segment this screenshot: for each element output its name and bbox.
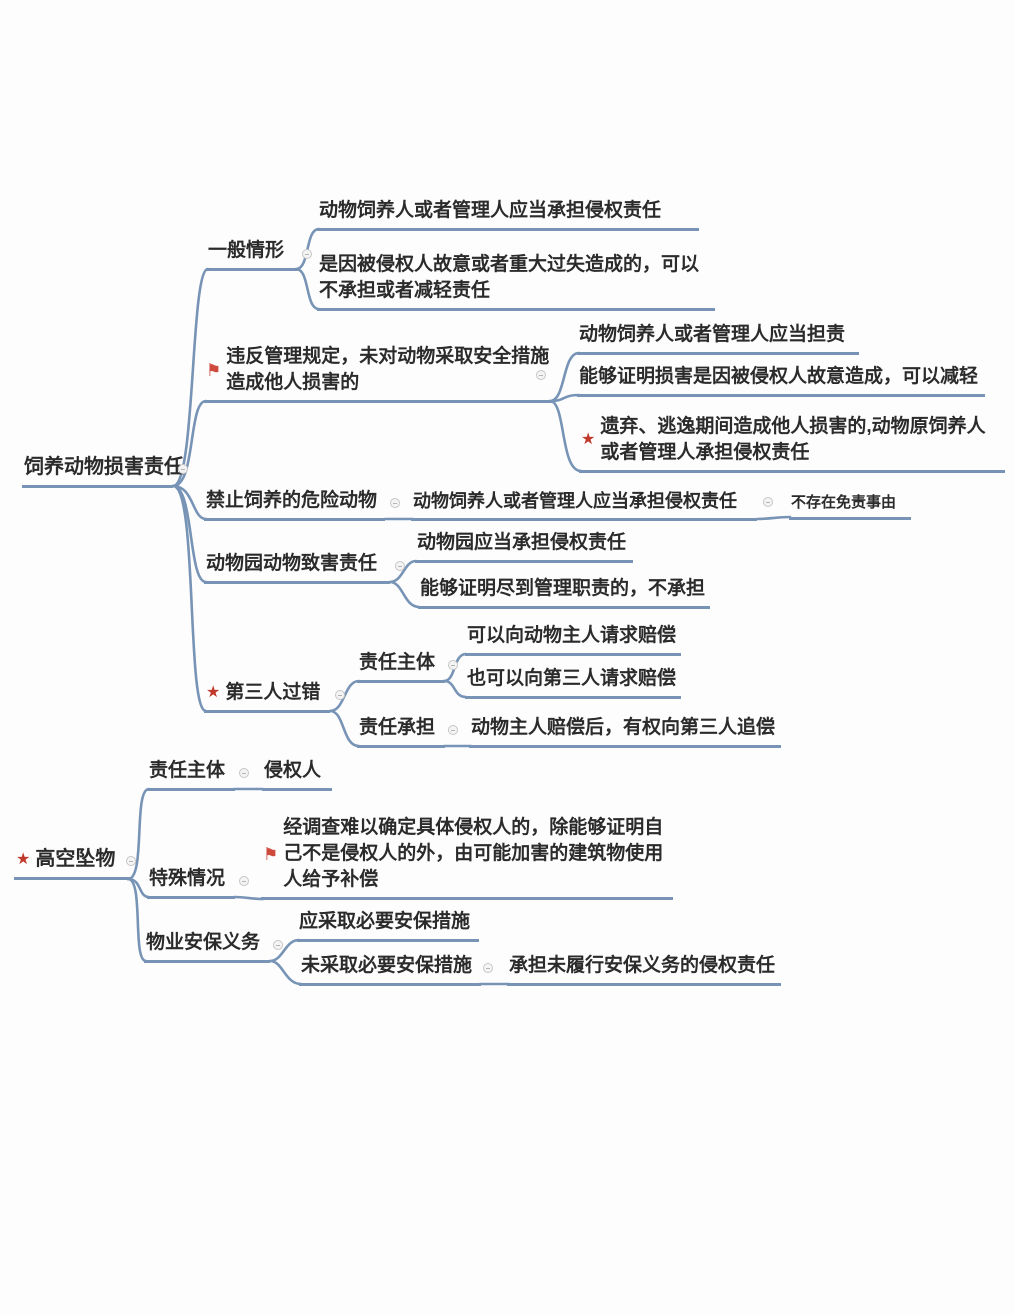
collapse-button[interactable] [390, 498, 400, 508]
node-label: 动物主人赔偿后，有权向第三人追偿 [471, 717, 776, 738]
node-label: 责任承担 [359, 717, 436, 738]
node-label: 物业安保义务 [146, 932, 261, 953]
collapse-button[interactable] [483, 963, 493, 973]
node-label: 侵权人 [264, 760, 322, 781]
node-zoo-liability[interactable]: 动物园动物致害责任 [204, 551, 390, 584]
node-zoo-liable[interactable]: 动物园应当承担侵权责任 [415, 530, 633, 563]
flag-icon: ⚑ [206, 360, 222, 380]
node-dangerous-animal[interactable]: 禁止饲养的危险动物 [204, 488, 385, 521]
node-tp-liability-bearing[interactable]: 责任承担 [357, 715, 445, 748]
node-tortfeasor[interactable]: 侵权人 [262, 758, 332, 791]
collapse-button[interactable] [239, 876, 249, 886]
collapse-button[interactable] [536, 370, 546, 380]
node-label: 饲养动物损害责任 [24, 456, 184, 478]
node-property-security-duty[interactable]: 物业安保义务 [144, 930, 270, 963]
flag-icon: ⚑ [263, 844, 279, 864]
node-tp-liability-subject[interactable]: 责任主体 [357, 650, 445, 683]
node-label: 也可以向第三人请求赔偿 [467, 668, 677, 689]
node-label: 未采取必要安保措施 [301, 955, 473, 976]
node-label: 动物饲养人或者管理人应当承担侵权责任 [319, 200, 662, 221]
node-violate-mitigation[interactable]: 能够证明损害是因被侵权人故意造成，可以减轻 [577, 364, 985, 397]
node-security-breach-liability[interactable]: 承担未履行安保义务的侵权责任 [507, 953, 781, 986]
node-owner-recourse[interactable]: 动物主人赔偿后，有权向第三人追偿 [469, 715, 781, 748]
node-animal-damage-root[interactable]: 饲养动物损害责任 [22, 454, 184, 488]
collapse-button[interactable] [302, 249, 312, 259]
node-label: 应采取必要安保措施 [299, 911, 471, 932]
collapse-button[interactable] [335, 690, 345, 700]
node-falling-objects-root[interactable]: ★ 高空坠物 [14, 846, 130, 880]
star-icon: ★ [206, 684, 221, 701]
node-label: 不存在免责事由 [791, 494, 897, 511]
node-label: 承担未履行安保义务的侵权责任 [509, 955, 776, 976]
collapse-button[interactable] [239, 768, 249, 778]
node-general-keeper-liability[interactable]: 动物饲养人或者管理人应当承担侵权责任 [317, 198, 699, 231]
node-label: 能够证明损害是因被侵权人故意造成，可以减轻 [579, 366, 979, 387]
node-abandoned-animal[interactable]: ★ 遗弃、逃逸期间造成他人损害的,动物原饲养人或者管理人承担侵权责任 [579, 414, 1005, 473]
node-not-take-measures[interactable]: 未采取必要安保措施 [299, 953, 481, 986]
collapse-button[interactable] [126, 856, 136, 866]
node-label: 遗弃、逃逸期间造成他人损害的,动物原饲养人或者管理人承担侵权责任 [600, 416, 986, 463]
star-icon: ★ [16, 850, 31, 868]
node-label: 能够证明尽到管理职责的，不承担 [420, 578, 706, 599]
node-claim-third-party[interactable]: 也可以向第三人请求赔偿 [465, 666, 681, 699]
collapse-button[interactable] [273, 940, 283, 950]
node-label: 动物园应当承担侵权责任 [417, 532, 627, 553]
node-label: 责任主体 [149, 760, 226, 781]
node-zoo-duty-proved[interactable]: 能够证明尽到管理职责的，不承担 [418, 576, 710, 609]
collapse-button[interactable] [178, 464, 188, 474]
collapse-button[interactable] [395, 561, 405, 571]
node-label: 经调查难以确定具体侵权人的，除能够证明自己不是侵权人的外，由可能加害的建筑物使用… [283, 817, 664, 890]
collapse-button[interactable] [448, 725, 458, 735]
collapse-button[interactable] [448, 660, 458, 670]
node-label: 动物饲养人或者管理人应当担责 [579, 324, 846, 345]
node-dangerous-keeper-liable[interactable]: 动物饲养人或者管理人应当承担侵权责任 [411, 488, 757, 521]
node-possible-harm-compensation[interactable]: ⚑ 经调查难以确定具体侵权人的，除能够证明自己不是侵权人的外，由可能加害的建筑物… [261, 815, 673, 900]
node-label: 第三人过错 [225, 682, 321, 703]
node-label: 高空坠物 [35, 848, 116, 870]
node-general-victim-fault[interactable]: 是因被侵权人故意或者重大过失造成的，可以不承担或者减轻责任 [317, 252, 715, 311]
collapse-button[interactable] [763, 497, 773, 507]
node-violate-rules[interactable]: ⚑ 违反管理规定，未对动物采取安全措施造成他人损害的 [204, 344, 552, 403]
node-label: 特殊情况 [149, 868, 226, 889]
node-label: 动物饲养人或者管理人应当承担侵权责任 [413, 491, 737, 511]
node-third-party-fault[interactable]: ★ 第三人过错 [204, 680, 330, 713]
node-fo-liability-subject[interactable]: 责任主体 [147, 758, 235, 791]
node-should-take-measures[interactable]: 应采取必要安保措施 [297, 909, 479, 942]
node-label: 一般情形 [208, 240, 285, 261]
node-general-case[interactable]: 一般情形 [206, 238, 298, 271]
node-claim-owner[interactable]: 可以向动物主人请求赔偿 [465, 623, 681, 656]
node-label: 禁止饲养的危险动物 [206, 490, 378, 511]
node-no-exemption[interactable]: 不存在免责事由 [789, 492, 911, 520]
node-label: 是因被侵权人故意或者重大过失造成的，可以不承担或者减轻责任 [319, 254, 700, 301]
node-label: 动物园动物致害责任 [206, 553, 378, 574]
node-label: 违反管理规定，未对动物采取安全措施造成他人损害的 [226, 346, 550, 393]
node-label: 责任主体 [359, 652, 436, 673]
node-label: 可以向动物主人请求赔偿 [467, 625, 677, 646]
star-icon: ★ [581, 431, 596, 448]
node-violate-keeper-liable[interactable]: 动物饲养人或者管理人应当担责 [577, 322, 859, 355]
node-special-situation[interactable]: 特殊情况 [147, 866, 235, 899]
